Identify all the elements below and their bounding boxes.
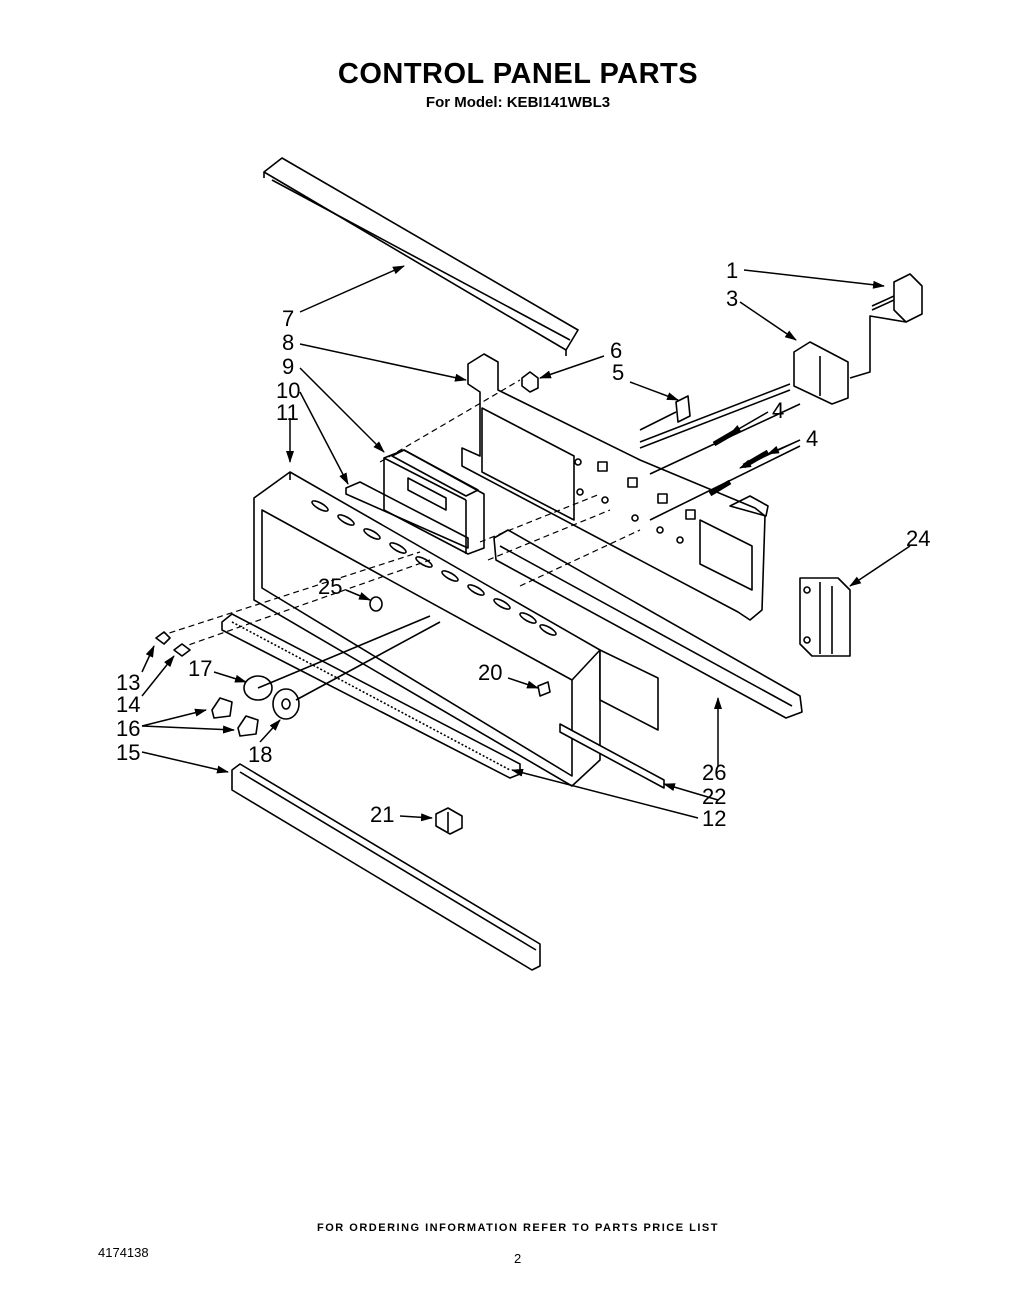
model-subtitle: For Model: KEBI141WBL3 <box>425 94 611 111</box>
part-7-top-trim <box>263 157 579 356</box>
ordering-note: FOR ORDERING INFORMATION REFER TO PARTS … <box>317 1222 719 1234</box>
callout-8: 8 <box>282 330 294 355</box>
callout-3: 3 <box>726 286 738 311</box>
alignment-lines <box>159 379 641 649</box>
callout-16: 16 <box>116 716 140 741</box>
part-9-display-module <box>383 449 485 555</box>
callout-7: 7 <box>282 306 294 331</box>
part-15-bottom-trim <box>231 763 541 971</box>
part-3-control-assembly <box>639 341 849 449</box>
part-5-connector <box>639 395 691 431</box>
callout-12: 12 <box>702 806 726 831</box>
callout-5: 5 <box>612 360 624 385</box>
part-21-lock <box>435 807 463 835</box>
callout-18: 18 <box>248 742 272 767</box>
part-18-washer <box>272 621 441 720</box>
part-24-side-bracket <box>799 577 851 657</box>
callout-1: 1 <box>726 258 738 283</box>
callout-15: 15 <box>116 740 140 765</box>
page-number: 2 <box>514 1251 522 1266</box>
callout-leaders <box>141 265 911 822</box>
callout-22: 22 <box>702 784 726 809</box>
part-17-disk <box>243 615 431 701</box>
part-20-clip <box>537 681 551 697</box>
callout-9: 9 <box>282 354 294 379</box>
callout-4b: 4 <box>806 426 818 451</box>
callout-6: 6 <box>610 338 622 363</box>
callout-24: 24 <box>906 526 930 551</box>
callout-13: 13 <box>116 670 140 695</box>
part-6-nut <box>521 371 539 393</box>
callout-20: 20 <box>478 660 502 685</box>
part-16-knobs <box>211 697 259 737</box>
callout-17: 17 <box>188 656 212 681</box>
callout-11: 11 <box>276 400 299 425</box>
part-4-shafts <box>649 403 801 521</box>
part-1-switch <box>849 273 923 379</box>
callout-14: 14 <box>116 692 140 717</box>
part-25-pin <box>369 596 383 612</box>
callout-26: 26 <box>702 760 726 785</box>
document-number: 4174138 <box>98 1245 149 1260</box>
part-14-grommet <box>173 643 191 657</box>
callout-25: 25 <box>318 574 342 599</box>
part-10-overlay <box>345 481 469 549</box>
part-13-screw <box>155 631 171 645</box>
callout-4a: 4 <box>772 398 784 423</box>
callout-10: 10 <box>276 378 300 403</box>
callout-labels: 1 3 4 4 5 6 7 8 9 10 11 12 13 14 15 16 1… <box>116 258 930 831</box>
page-title: CONTROL PANEL PARTS <box>337 58 699 90</box>
callout-21: 21 <box>370 802 394 827</box>
part-8-control-bracket <box>461 353 769 621</box>
